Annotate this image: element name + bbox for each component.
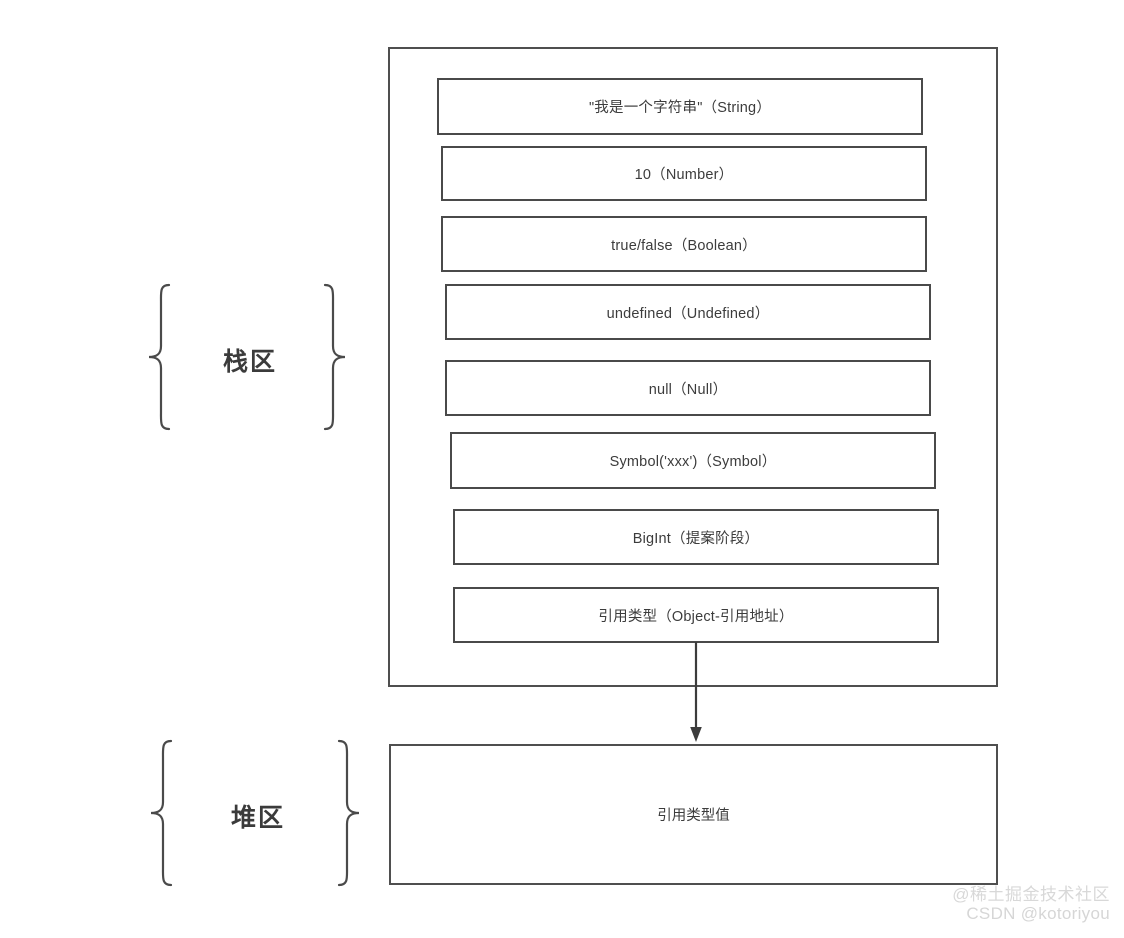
stack-left-brace <box>146 282 172 432</box>
stack-right-brace <box>322 282 348 432</box>
stack-item-number: 10（Number） <box>441 146 927 201</box>
heap-region-label: 堆区 <box>230 804 285 832</box>
stack-item-null: null（Null） <box>445 360 931 416</box>
stack-item-boolean-label: true/false（Boolean） <box>611 237 757 254</box>
stack-item-reference-label: 引用类型（Object-引用地址） <box>598 608 794 625</box>
watermark: @稀土掘金技术社区 CSDN @kotoriyou <box>952 885 1110 924</box>
stack-item-number-label: 10（Number） <box>634 167 734 183</box>
watermark-line-1: @稀土掘金技术社区 <box>952 884 1110 904</box>
stack-item-string-label: "我是一个字符串"（String） <box>588 100 772 116</box>
heap-area-box: 引用类型值 <box>389 744 998 885</box>
heap-box-label: 引用类型值 <box>657 808 730 824</box>
stack-item-boolean: true/false（Boolean） <box>441 216 927 272</box>
stack-item-null-label: null（Null） <box>648 381 728 398</box>
heap-left-brace <box>148 738 174 888</box>
stack-item-reference: 引用类型（Object-引用地址） <box>453 587 939 643</box>
stack-item-string: "我是一个字符串"（String） <box>437 78 923 135</box>
reference-pointer-arrow <box>686 642 706 746</box>
stack-item-undefined-label: undefined（Undefined） <box>606 305 770 322</box>
heap-right-brace <box>336 738 362 888</box>
watermark-line-2: CSDN @kotoriyou <box>966 904 1110 924</box>
stack-region-label: 栈区 <box>222 348 277 376</box>
stack-item-undefined: undefined（Undefined） <box>445 284 931 340</box>
stack-item-bigint: BigInt（提案阶段） <box>453 509 939 565</box>
stack-item-symbol-label: Symbol('xxx')（Symbol） <box>609 454 777 470</box>
stack-item-bigint-label: BigInt（提案阶段） <box>632 530 760 547</box>
stack-item-symbol: Symbol('xxx')（Symbol） <box>450 432 936 489</box>
